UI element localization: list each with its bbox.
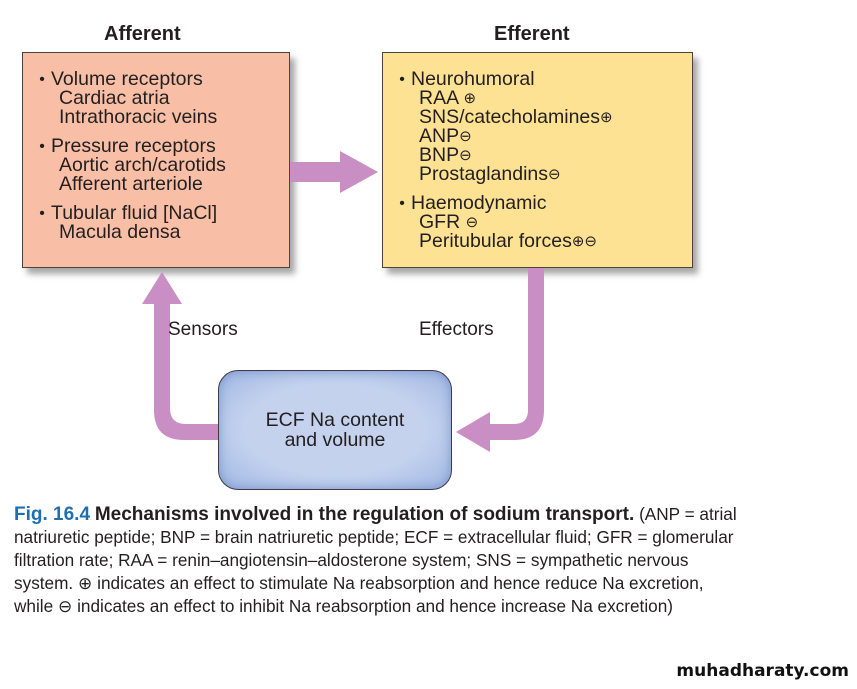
group-title: Volume receptors [51,68,203,90]
efferent-box: •Neurohumoral RAA ⊕ SNS/catecholamines⊕ … [382,52,693,268]
ecf-box-line1: ECF Na content [265,409,405,431]
inhibit-effect-icon: ⊖ [548,166,561,183]
afferent-group-pressure-receptors: • Pressure receptors Aortic arch/carotids… [33,135,226,195]
ecf-box-line2: and volume [284,429,386,451]
list-item: ANP⊖ [393,125,613,147]
list-item: RAA ⊕ [393,87,613,109]
list-item: BNP⊖ [393,144,613,166]
stimulate-effect-icon: ⊕ [600,109,613,126]
ecf-to-afferent-arrow [142,272,218,440]
efferent-group-neurohumoral: •Neurohumoral RAA ⊕ SNS/catecholamines⊕ … [393,68,613,185]
bullet-icon: • [399,195,405,212]
list-item: Afferent arteriole [59,173,203,195]
figure-caption-body: (ANP = atrial natriuretic peptide; BNP =… [14,504,737,616]
list-item: Prostaglandins⊖ [393,163,613,185]
afferent-group-tubular-fluid: • Tubular fluid [NaCl] Macula densa [33,202,226,243]
mixed-effect-icon: ⊕⊖ [571,233,597,250]
effectors-label: Effectors [419,319,494,340]
list-item: Cardiac atria [59,87,170,109]
item-text: Peritubular forces [419,230,572,252]
item-text: GFR [419,211,466,233]
item-text: ANP [419,125,460,147]
ecf-na-content-box: ECF Na content and volume [218,370,452,490]
afferent-list: • Volume receptors Cardiac atria Intratho… [33,68,226,252]
afferent-group-volume-receptors: • Volume receptors Cardiac atria Intratho… [33,68,226,128]
list-item: Aortic arch/carotids [59,154,226,176]
item-text: BNP [419,144,460,166]
bullet-icon: • [39,205,45,222]
item-text: Prostaglandins [419,163,548,185]
inhibit-effect-icon: ⊖ [459,128,472,145]
efferent-to-ecf-arrow [456,268,544,452]
afferent-box: • Volume receptors Cardiac atria Intratho… [22,52,290,268]
list-item: Intrathoracic veins [59,106,218,128]
bullet-icon: • [39,138,45,155]
figure-caption: Fig. 16.4 Mechanisms involved in the reg… [14,503,744,618]
afferent-heading: Afferent [104,23,181,45]
inhibit-effect-icon: ⊖ [459,147,472,164]
efferent-list: •Neurohumoral RAA ⊕ SNS/catecholamines⊕ … [393,68,613,261]
group-title: Pressure receptors [51,135,216,157]
group-title: Haemodynamic [411,192,547,214]
list-item: GFR ⊖ [393,211,613,233]
list-item: Macula densa [59,221,181,243]
inhibit-effect-icon: ⊖ [465,214,479,231]
group-title: Tubular fluid [NaCl] [51,202,218,224]
efferent-heading: Efferent [494,23,570,45]
bullet-icon: • [399,71,405,88]
list-item: SNS/catecholamines⊕ [393,106,613,128]
watermark: muhadharaty.com [676,661,849,681]
list-item: Peritubular forces⊕⊖ [393,230,613,252]
figure-label: Fig. 16.4 [14,504,91,525]
stimulate-effect-icon: ⊕ [463,90,477,107]
afferent-to-efferent-arrow [290,151,378,193]
bullet-icon: • [39,71,45,88]
item-text: SNS/catecholamines [419,106,601,128]
figure-title: Mechanisms involved in the regulation of… [94,504,635,525]
item-text: RAA [419,87,464,109]
sensors-label: Sensors [168,319,238,340]
group-title: Neurohumoral [411,68,535,90]
efferent-group-haemodynamic: • Haemodynamic GFR ⊖ Peritubular forces⊕⊖ [393,192,613,252]
